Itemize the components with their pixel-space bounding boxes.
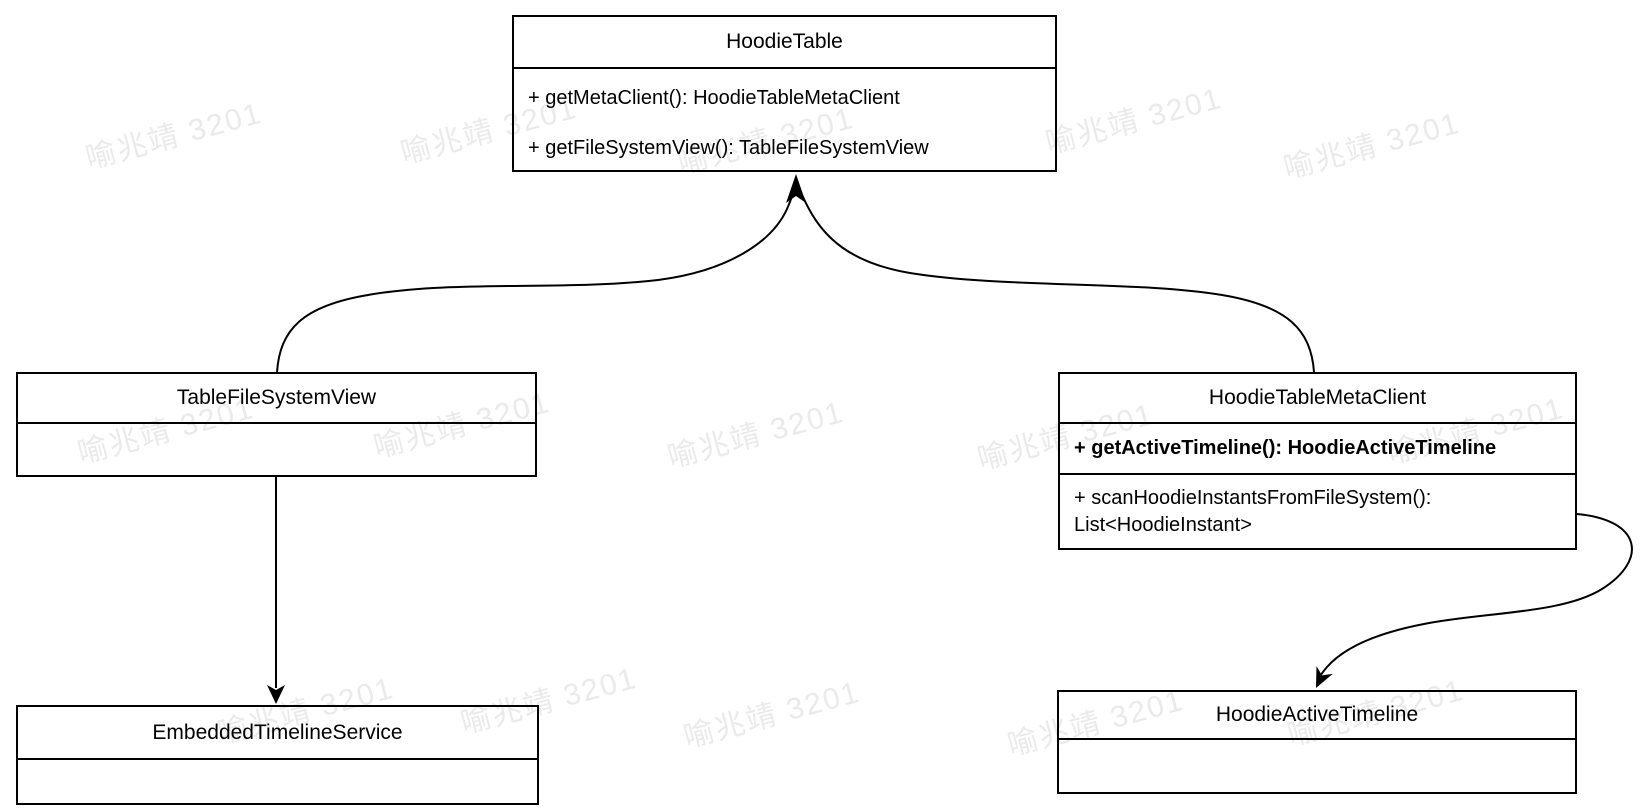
- empty-compartment: [1059, 740, 1575, 792]
- method-compartment: + scanHoodieInstantsFromFileSystem(): Li…: [1074, 487, 1432, 536]
- edge-hoodietablemetaclient-to-hoodieactivetimeline: [1316, 513, 1633, 684]
- arrowhead-down-icon: [267, 685, 285, 704]
- edge-hoodietablemetaclient-to-hoodietable: [795, 177, 1315, 373]
- method-label: + getActiveTimeline(): HoodieActiveTimel…: [1074, 437, 1497, 459]
- empty-compartment: [18, 760, 537, 803]
- class-box-embeddedtimelineservice: EmbeddedTimelineService: [16, 705, 539, 805]
- class-title: HoodieActiveTimeline: [1059, 692, 1575, 740]
- class-title: EmbeddedTimelineService: [18, 707, 537, 760]
- method-label: + getFileSystemView(): TableFileSystemVi…: [528, 136, 929, 159]
- edge-tablefilesystemview-to-hoodietable: [276, 177, 797, 373]
- class-box-hoodieactivetimeline: HoodieActiveTimeline: [1057, 690, 1577, 794]
- empty-compartment: [18, 424, 535, 475]
- class-title: HoodieTableMetaClient: [1060, 374, 1575, 424]
- class-box-tablefilesystemview: TableFileSystemView: [16, 372, 537, 477]
- class-box-hoodietablemetaclient: HoodieTableMetaClient + getActiveTimelin…: [1058, 372, 1577, 550]
- class-title: TableFileSystemView: [18, 374, 535, 424]
- method-label: + getMetaClient(): HoodieTableMetaClient: [528, 86, 900, 109]
- class-title: HoodieTable: [514, 17, 1055, 69]
- arrowhead-up-icon: [786, 174, 806, 203]
- method-compartment: + getActiveTimeline(): HoodieActiveTimel…: [1060, 424, 1575, 475]
- methods-compartment: + getMetaClient(): HoodieTableMetaClient…: [514, 69, 1055, 173]
- class-box-hoodietable: HoodieTable + getMetaClient(): HoodieTab…: [512, 15, 1057, 172]
- arrowhead-down-left-icon: [1316, 666, 1333, 688]
